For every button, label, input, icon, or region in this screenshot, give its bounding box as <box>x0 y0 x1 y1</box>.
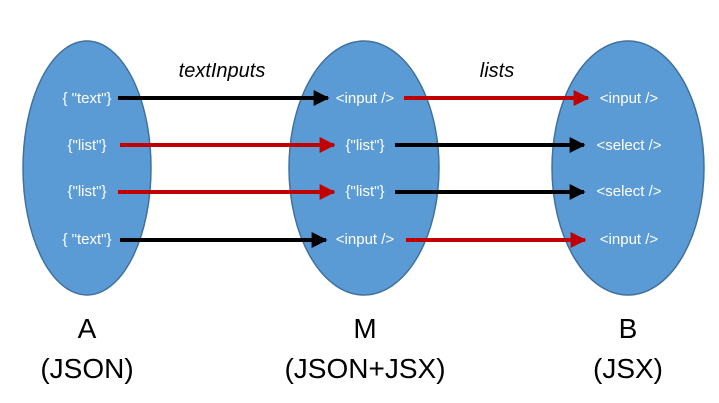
set-a-subtitle: (JSON) <box>40 353 133 384</box>
set-b-name: B <box>619 313 638 344</box>
set-m-ellipse <box>288 40 440 296</box>
set-b-subtitle: (JSX) <box>593 353 663 384</box>
set-b-item: <input /> <box>600 90 659 107</box>
set-m-item: {"list"} <box>345 183 384 200</box>
set-m-subtitle: (JSON+JSX) <box>284 353 445 384</box>
set-a-item: { "text"} <box>62 231 111 248</box>
set-m-item: <input /> <box>336 90 395 107</box>
set-b-ellipse <box>551 40 705 296</box>
edge-label-lists: lists <box>480 60 514 82</box>
set-m-item: {"list"} <box>345 137 384 154</box>
set-m-name: M <box>353 313 376 344</box>
set-a-item: { "text"} <box>62 90 111 107</box>
set-a-item: {"list"} <box>67 137 106 154</box>
set-b-item: <select /> <box>596 137 661 154</box>
set-b-item: <select /> <box>596 183 661 200</box>
set-a-item: {"list"} <box>67 183 106 200</box>
edge-label-text-inputs: textInputs <box>179 60 266 82</box>
arrows-group <box>118 90 590 248</box>
set-m-item: <input /> <box>336 231 395 248</box>
set-b-item: <input /> <box>600 231 659 248</box>
set-a-name: A <box>78 313 97 344</box>
set-a-ellipse <box>22 40 152 296</box>
